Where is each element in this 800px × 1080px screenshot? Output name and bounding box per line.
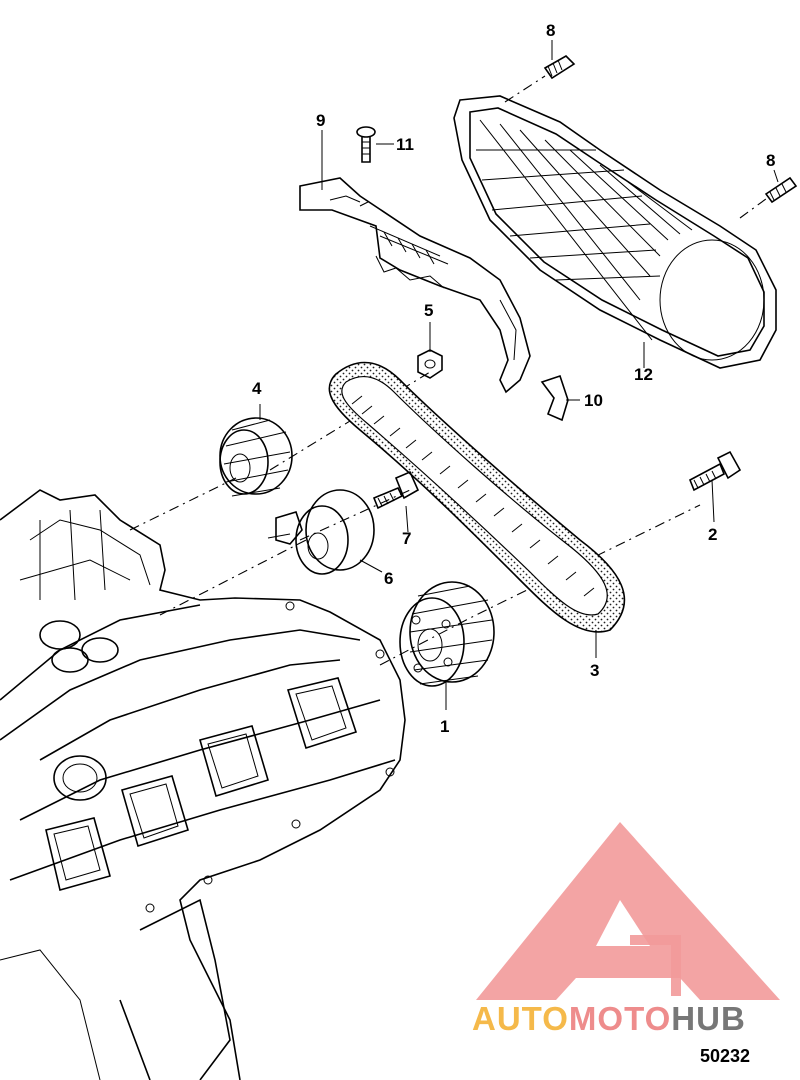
belt-tensioner (267, 489, 375, 575)
callout-8-right: 8 (766, 151, 775, 170)
engine-cylinder-head (0, 489, 406, 1080)
callout-5: 5 (424, 301, 433, 320)
camshaft-sprocket (219, 417, 293, 497)
figure-number: 50232 (700, 1046, 750, 1066)
brand-hub: HUB (671, 1000, 746, 1037)
callout-2: 2 (708, 525, 717, 544)
automotohub-logo: AUTOMOTOHUB (472, 822, 780, 1037)
outer-timing-cover (453, 95, 777, 369)
crankshaft-bolt (688, 450, 742, 492)
screw (356, 126, 376, 163)
leader-lines (259, 40, 779, 710)
inner-timing-cover (299, 177, 531, 394)
callout-11: 11 (396, 135, 414, 154)
callout-9: 9 (316, 111, 325, 130)
tensioner-bolt (372, 470, 420, 510)
valve-cover-ports (45, 677, 358, 891)
timing-belt (328, 361, 626, 633)
crankshaft-pulley (399, 581, 495, 687)
alignment-lines (129, 75, 771, 666)
clip (540, 374, 569, 422)
brand-text: AUTOMOTOHUB (472, 1000, 746, 1037)
callout-6: 6 (384, 569, 393, 588)
callout-8-upper: 8 (546, 21, 555, 40)
brand-moto: MOTO (569, 1000, 671, 1037)
nut (417, 349, 443, 379)
callout-1: 1 (440, 717, 449, 736)
stud-right (764, 176, 798, 204)
callout-3: 3 (590, 661, 599, 680)
stud-upper (543, 55, 576, 80)
callout-10: 10 (584, 391, 603, 410)
callout-7: 7 (402, 529, 411, 548)
callout-labels: 1 2 3 4 5 6 7 8 8 9 10 11 12 (252, 21, 775, 736)
callout-12: 12 (634, 365, 653, 384)
brand-auto: AUTO (472, 1000, 569, 1037)
callout-4: 4 (252, 379, 262, 398)
